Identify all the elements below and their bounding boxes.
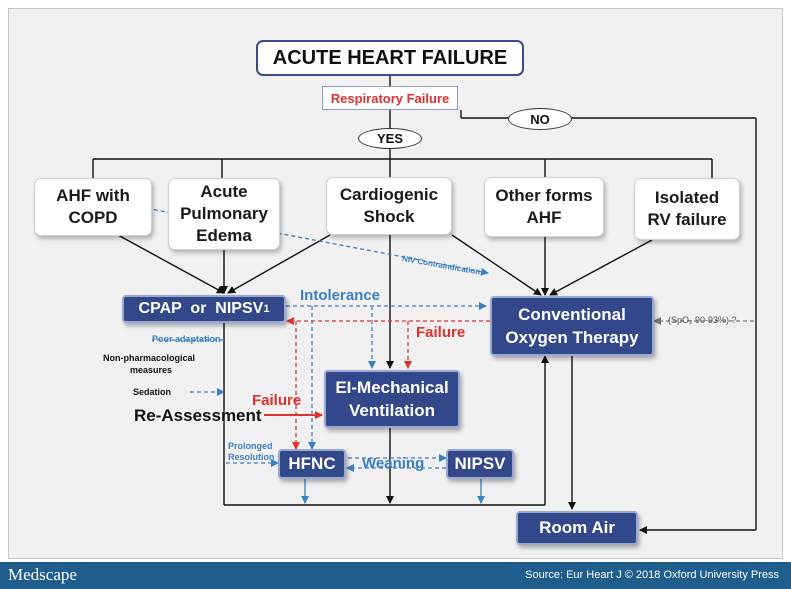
respiratory-failure-box: Respiratory Failure [322,86,458,110]
spo2-label: (SpO₂ 90-93%) ? [668,315,737,325]
non-pharmacological-label-2: measures [130,365,173,375]
cpap-nipsv-label: CPAP or NIPSV [138,300,264,317]
conventional-oxygen-therapy-box: Conventional Oxygen Therapy [490,296,654,356]
medscape-logo: Medscape [8,565,77,584]
intolerance-label: Intolerance [300,287,381,304]
mechanical-ventilation-box: EI-Mechanical Ventilation [324,370,460,428]
ahf-copd-box: AHF with COPD [34,178,152,236]
hfnc-box: HFNC [278,449,346,479]
failure-label-right: Failure [416,324,466,341]
no-ellipse: NO [508,108,572,130]
room-air-box: Room Air [516,511,638,545]
footer-bar: Medscape Source: Eur Heart J © 2018 Oxfo… [0,562,791,589]
prolonged-label-2: Resolution [228,452,275,462]
sedation-label: Sedation [133,387,172,397]
cpap-superscript: 1 [263,303,270,315]
prolonged-label-1: Prolonged [228,441,273,451]
source-credit: Source: Eur Heart J © 2018 Oxford Univer… [525,569,779,581]
isolated-rv-failure-box: Isolated RV failure [634,178,740,240]
poor-adaptation-label: Poor adaptation [152,334,221,344]
weaning-label: Weaning [362,455,425,472]
non-pharmacological-label-1: Non-pharmacological [103,353,196,363]
failure-label-left: Failure [252,392,302,409]
acute-pulmonary-edema-box: Acute Pulmonary Edema [168,178,280,250]
cardiogenic-shock-box: Cardiogenic Shock [326,177,452,235]
nipsv-box: NIPSV [446,449,514,479]
reassessment-label: Re-Assessment [134,406,262,425]
yes-ellipse: YES [358,128,422,149]
acute-heart-failure-title: ACUTE HEART FAILURE [256,40,524,76]
other-forms-ahf-box: Other forms AHF [484,177,604,237]
